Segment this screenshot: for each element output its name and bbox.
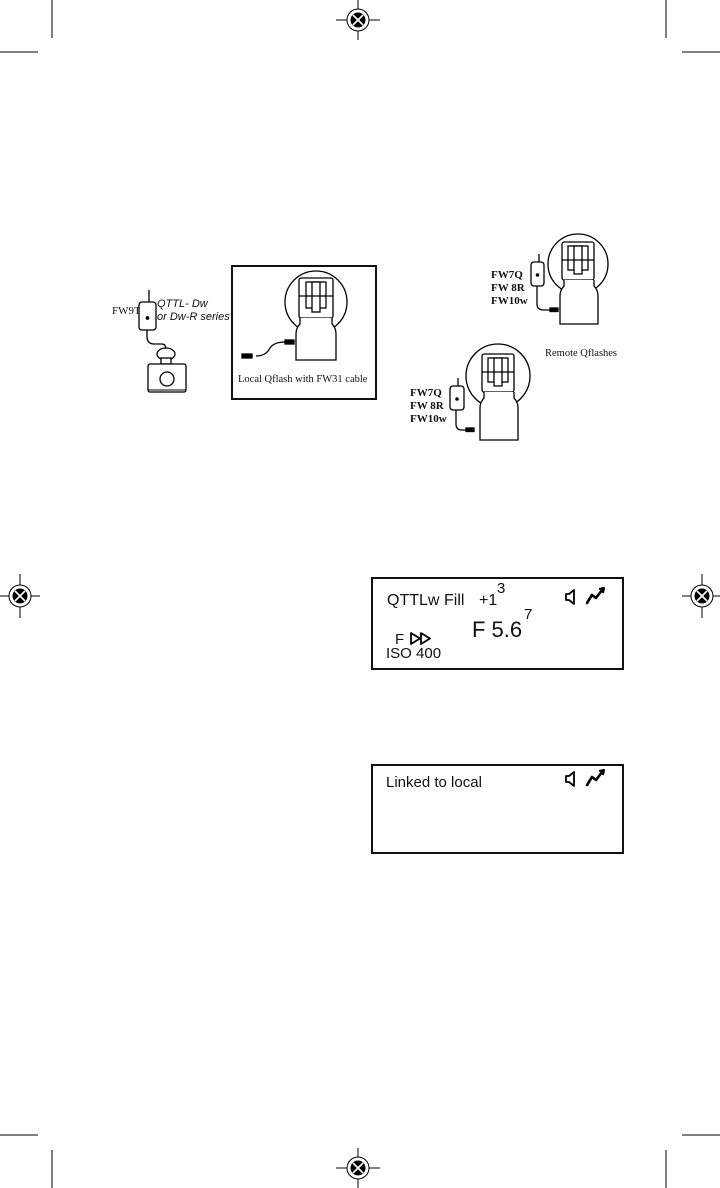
remote-qflash-top-icon — [520, 234, 630, 328]
remote-qflashes-caption: Remote Qflashes — [545, 347, 617, 361]
link-lightning-icon — [585, 587, 605, 605]
remote-bottom-model-3: FW10w — [410, 412, 447, 426]
lcd-display-link-status: Linked to local — [371, 764, 624, 854]
lcd-mode-text: QTTLw — [387, 592, 439, 610]
remote-bottom-model-1: FW7Q — [410, 386, 442, 400]
lcd-aperture-text: F 5.6 — [472, 617, 522, 643]
remote-qflash-bottom-icon — [440, 342, 550, 444]
lcd-link-status-text: Linked to local — [386, 774, 482, 791]
lcd-display-exposure: QTTLw Fill +1 3 F F 5.6 7 ISO 400 — [371, 577, 624, 670]
lcd-iso-text: ISO 400 — [386, 645, 441, 662]
registration-mark-bottom-icon — [336, 1148, 380, 1188]
speaker-icon — [564, 771, 578, 787]
registration-mark-top-icon — [336, 0, 380, 40]
lcd-comp-text: +1 — [479, 592, 497, 610]
local-qflash-caption: Local Qflash with FW31 cable — [238, 373, 367, 387]
registration-mark-right-icon — [682, 574, 720, 618]
lcd-comp-fraction: 3 — [497, 580, 505, 597]
lcd-aperture-fraction: 7 — [524, 606, 532, 623]
camera-with-transmitter-icon — [128, 288, 198, 396]
fast-forward-icon — [410, 632, 432, 645]
lcd-fill-text: Fill — [444, 592, 464, 610]
remote-top-model-3: FW10w — [491, 294, 528, 308]
link-lightning-icon — [585, 769, 605, 787]
registration-mark-left-icon — [0, 574, 40, 618]
remote-top-model-1: FW7Q — [491, 268, 523, 282]
remote-bottom-model-2: FW 8R — [410, 399, 444, 413]
speaker-icon — [564, 589, 578, 605]
local-qflash-icon — [236, 268, 371, 368]
remote-top-model-2: FW 8R — [491, 281, 525, 295]
